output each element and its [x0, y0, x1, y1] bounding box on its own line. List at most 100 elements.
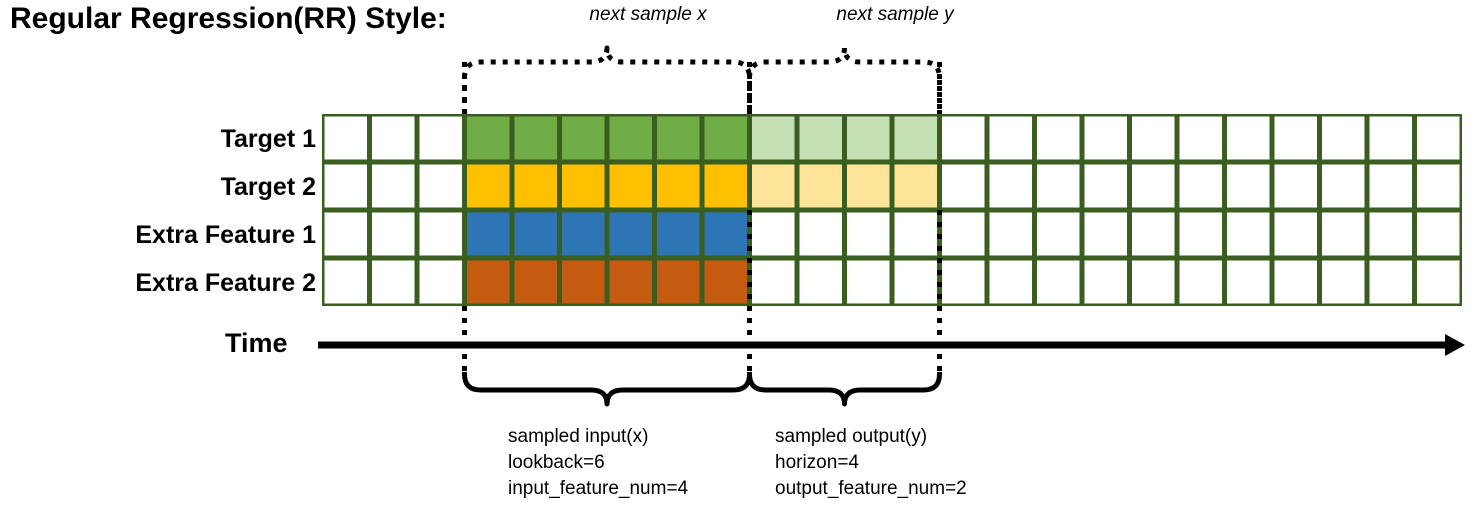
- grid-cell-extra-feature-1-7: [657, 212, 700, 256]
- grid-cell-target-2-7: [657, 164, 700, 208]
- caption-sampled-output-line3: output_feature_num=2: [775, 478, 967, 499]
- grid-cell-target-2-22: [1369, 164, 1412, 208]
- grid-cell-target-1-23: [1417, 116, 1460, 160]
- annotation-layer: [318, 45, 1465, 407]
- grid-cell-target-1-2: [419, 116, 462, 160]
- grid-cell-target-2-21: [1322, 164, 1365, 208]
- grid-cell-extra-feature-2-9: [752, 260, 795, 304]
- grid-cell-extra-feature-2-14: [989, 260, 1032, 304]
- caption-sampled-input-line3: input_feature_num=4: [508, 478, 689, 499]
- grid-cell-target-2-17: [1132, 164, 1175, 208]
- grid-cell-target-2-6: [609, 164, 652, 208]
- grid-cell-extra-feature-2-4: [514, 260, 557, 304]
- grid-cell-extra-feature-1-15: [1037, 212, 1080, 256]
- grid-cell-extra-feature-2-17: [1132, 260, 1175, 304]
- grid-cell-target-2-16: [1084, 164, 1127, 208]
- grid-cell-target-1-15: [1037, 116, 1080, 160]
- grid-cell-extra-feature-1-4: [514, 212, 557, 256]
- grid-cell-extra-feature-1-1: [372, 212, 415, 256]
- grid-cell-target-1-13: [942, 116, 985, 160]
- grid-cell-extra-feature-2-20: [1274, 260, 1317, 304]
- brace-next-sample-x: [462, 45, 752, 114]
- brace-next-sample-y: [747, 45, 942, 114]
- grid-cell-target-2-14: [989, 164, 1032, 208]
- row-label-extra-feature-1: Extra Feature 1: [135, 221, 316, 249]
- grid-cell-extra-feature-2-1: [372, 260, 415, 304]
- grid-cell-target-2-9: [752, 164, 795, 208]
- grid-cell-target-1-11: [847, 116, 890, 160]
- brace-label-next-sample-x: next sample x: [589, 4, 707, 25]
- grid-cell-extra-feature-2-22: [1369, 260, 1412, 304]
- grid-cell-extra-feature-1-18: [1179, 212, 1222, 256]
- grid-cell-target-1-1: [372, 116, 415, 160]
- grid-cell-extra-feature-1-23: [1417, 212, 1460, 256]
- caption-sampled-input-line2: lookback=6: [508, 452, 605, 473]
- grid-cell-extra-feature-2-18: [1179, 260, 1222, 304]
- grid-cell-extra-feature-1-11: [847, 212, 890, 256]
- grid-cell-target-2-0: [324, 164, 367, 208]
- grid-cell-extra-feature-1-16: [1084, 212, 1127, 256]
- grid-cell-target-2-12: [894, 164, 937, 208]
- grid-cell-extra-feature-2-8: [704, 260, 747, 304]
- grid-cell-target-2-10: [799, 164, 842, 208]
- grid-cell-target-2-15: [1037, 164, 1080, 208]
- grid-cell-target-2-1: [372, 164, 415, 208]
- grid-cell-target-2-2: [419, 164, 462, 208]
- grid-cell-target-2-11: [847, 164, 890, 208]
- grid-cell-extra-feature-1-6: [609, 212, 652, 256]
- grid-cell-extra-feature-2-10: [799, 260, 842, 304]
- grid-cell-target-2-4: [514, 164, 557, 208]
- grid-cell-target-2-20: [1274, 164, 1317, 208]
- brace-sampled-output: [747, 371, 942, 407]
- caption-sampled-input: sampled input(x) lookback=6 input_featur…: [508, 424, 688, 502]
- grid-cell-extra-feature-1-22: [1369, 212, 1412, 256]
- row-label-target-2: Target 2: [220, 173, 316, 201]
- grid-cell-target-1-22: [1369, 116, 1412, 160]
- caption-sampled-input-line1: sampled input(x): [508, 426, 649, 447]
- row-label-extra-feature-2: Extra Feature 2: [135, 269, 316, 297]
- grid-cell-target-2-3: [467, 164, 510, 208]
- grid-cell-extra-feature-2-3: [467, 260, 510, 304]
- row-label-target-1: Target 1: [220, 125, 316, 153]
- grid-cell-extra-feature-1-13: [942, 212, 985, 256]
- grid-cell-extra-feature-2-19: [1227, 260, 1270, 304]
- grid-cell-extra-feature-2-11: [847, 260, 890, 304]
- grid-cell-target-2-13: [942, 164, 985, 208]
- grid-cell-target-1-7: [657, 116, 700, 160]
- grid-cell-target-1-16: [1084, 116, 1127, 160]
- grid-cell-target-1-12: [894, 116, 937, 160]
- grid-cell-extra-feature-1-5: [562, 212, 605, 256]
- caption-sampled-output-line1: sampled output(y): [775, 426, 928, 447]
- grid-cell-extra-feature-1-2: [419, 212, 462, 256]
- caption-sampled-output: sampled output(y) horizon=4 output_featu…: [775, 424, 967, 502]
- grid-cell-target-1-19: [1227, 116, 1270, 160]
- grid-cell-extra-feature-2-7: [657, 260, 700, 304]
- grid-cell-extra-feature-1-8: [704, 212, 747, 256]
- grid-cell-target-1-14: [989, 116, 1032, 160]
- grid-cell-extra-feature-2-13: [942, 260, 985, 304]
- brace-sampled-input: [462, 371, 752, 407]
- grid-cell-target-2-5: [562, 164, 605, 208]
- grid-cell-extra-feature-1-9: [752, 212, 795, 256]
- grid-cell-target-1-3: [467, 116, 510, 160]
- grid-cell-extra-feature-1-14: [989, 212, 1032, 256]
- time-axis-label: Time: [225, 328, 288, 358]
- grid-cell-target-1-20: [1274, 116, 1317, 160]
- time-axis-arrowhead: [1445, 334, 1465, 356]
- caption-sampled-output-line2: horizon=4: [775, 452, 859, 473]
- grid-cell-extra-feature-1-17: [1132, 212, 1175, 256]
- grid-cell-extra-feature-1-12: [894, 212, 937, 256]
- grid-cell-extra-feature-2-23: [1417, 260, 1460, 304]
- grid-cell-extra-feature-2-12: [894, 260, 937, 304]
- grid-cell-target-1-8: [704, 116, 747, 160]
- grid-cell-target-2-18: [1179, 164, 1222, 208]
- grid-cell-extra-feature-1-0: [324, 212, 367, 256]
- grid-layer: [322, 114, 1462, 306]
- grid-cell-target-1-6: [609, 116, 652, 160]
- grid-cell-extra-feature-2-5: [562, 260, 605, 304]
- grid-cell-target-1-17: [1132, 116, 1175, 160]
- grid-cell-extra-feature-1-20: [1274, 212, 1317, 256]
- grid-cell-target-1-4: [514, 116, 557, 160]
- grid-cell-target-2-19: [1227, 164, 1270, 208]
